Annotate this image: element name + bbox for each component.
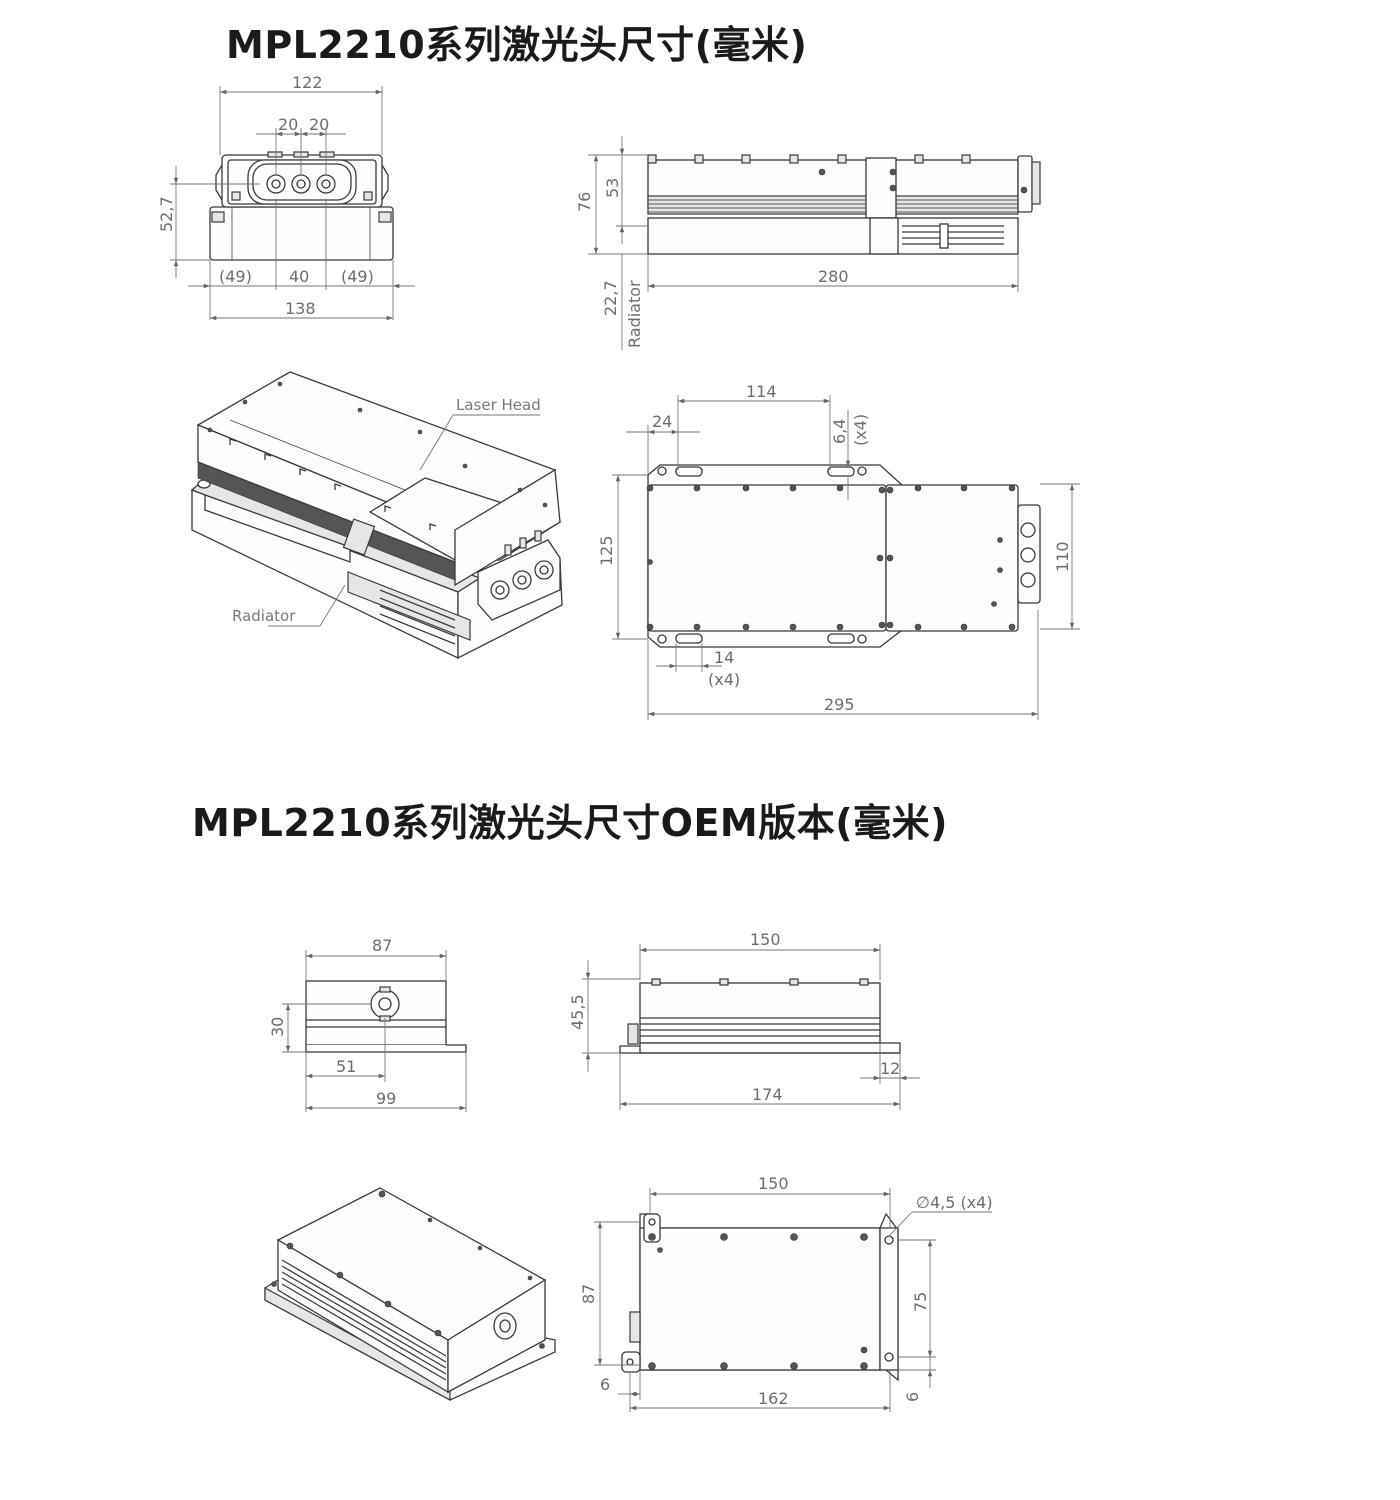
label-laser-head: Laser Head	[456, 396, 541, 414]
dim-162-oem: 162	[758, 1389, 789, 1408]
oem-front-view	[305, 980, 467, 1053]
dim-49-left: (49)	[219, 267, 252, 286]
dim-14-qty: (x4)	[708, 670, 740, 689]
section-title-oem: MPL2210系列激光头尺寸OEM版本(毫米)	[192, 801, 948, 845]
dim-114: 114	[746, 382, 777, 401]
dim-6-left: 6	[600, 1375, 610, 1394]
dim-76: 76	[575, 192, 594, 212]
dim-6-4-qty: (x4)	[851, 414, 870, 446]
side-view-dimensions: 76 53 22,7 Radiator 280	[575, 136, 1019, 350]
dim-52-7: 52,7	[157, 196, 176, 232]
label-radiator: Radiator	[232, 607, 296, 625]
side-view	[647, 154, 1041, 255]
front-view-dimensions: 122 20 20 52,7 (49) 40 (49) 138	[157, 73, 415, 321]
dim-280: 280	[818, 267, 849, 286]
dim-174-oem: 174	[752, 1085, 783, 1104]
top-view	[646, 464, 1041, 648]
oem-top-view	[621, 1212, 899, 1382]
dim-53: 53	[603, 178, 622, 198]
top-view-dimensions: 114 24 6,4 (x4) 125 110 14 (x4) 295	[597, 382, 1080, 720]
dim-49-right: (49)	[341, 267, 374, 286]
dim-24: 24	[652, 412, 672, 431]
oem-side-view-dimensions: 150 45,5 12 174	[568, 930, 920, 1110]
dim-150-oem-side: 150	[750, 930, 781, 949]
dim-20-left: 20	[278, 115, 298, 134]
dim-30-oem: 30	[268, 1017, 287, 1037]
dim-110: 110	[1053, 541, 1072, 572]
dim-150-oem-top: 150	[758, 1174, 789, 1193]
dim-14: 14	[714, 648, 734, 667]
dim-87-oem: 87	[372, 936, 392, 955]
dim-138: 138	[285, 299, 316, 318]
dim-75-oem: 75	[911, 1292, 930, 1312]
dim-99-oem: 99	[376, 1089, 396, 1108]
dim-87-oem-top: 87	[579, 1284, 598, 1304]
dim-22-7: 22,7	[601, 280, 620, 316]
dim-45-5-oem: 45,5	[568, 994, 587, 1030]
oem-side-view	[619, 978, 901, 1054]
dim-125: 125	[597, 535, 616, 566]
oem-isometric-view	[264, 1187, 556, 1402]
dim-51-oem: 51	[336, 1057, 356, 1076]
dim-6-4: 6,4	[830, 419, 849, 444]
isometric-view: Laser Head Radiator	[190, 371, 563, 660]
oem-front-view-dimensions: 87 30 51 99	[268, 936, 467, 1112]
front-view	[209, 151, 394, 261]
dim-hole-diameter: ∅4,5 (x4)	[916, 1193, 993, 1212]
dim-20-right: 20	[309, 115, 329, 134]
dim-295: 295	[824, 695, 855, 714]
dim-122: 122	[292, 73, 323, 92]
dim-40: 40	[289, 267, 309, 286]
section-title-standard: MPL2210系列激光头尺寸(毫米)	[226, 23, 808, 67]
dim-6-right: 6	[903, 1392, 922, 1402]
dim-12-oem: 12	[880, 1059, 900, 1078]
dim-radiator-label: Radiator	[625, 280, 644, 348]
oem-top-view-dimensions: 150 ∅4,5 (x4) 87 75 6 6 162	[579, 1174, 993, 1412]
